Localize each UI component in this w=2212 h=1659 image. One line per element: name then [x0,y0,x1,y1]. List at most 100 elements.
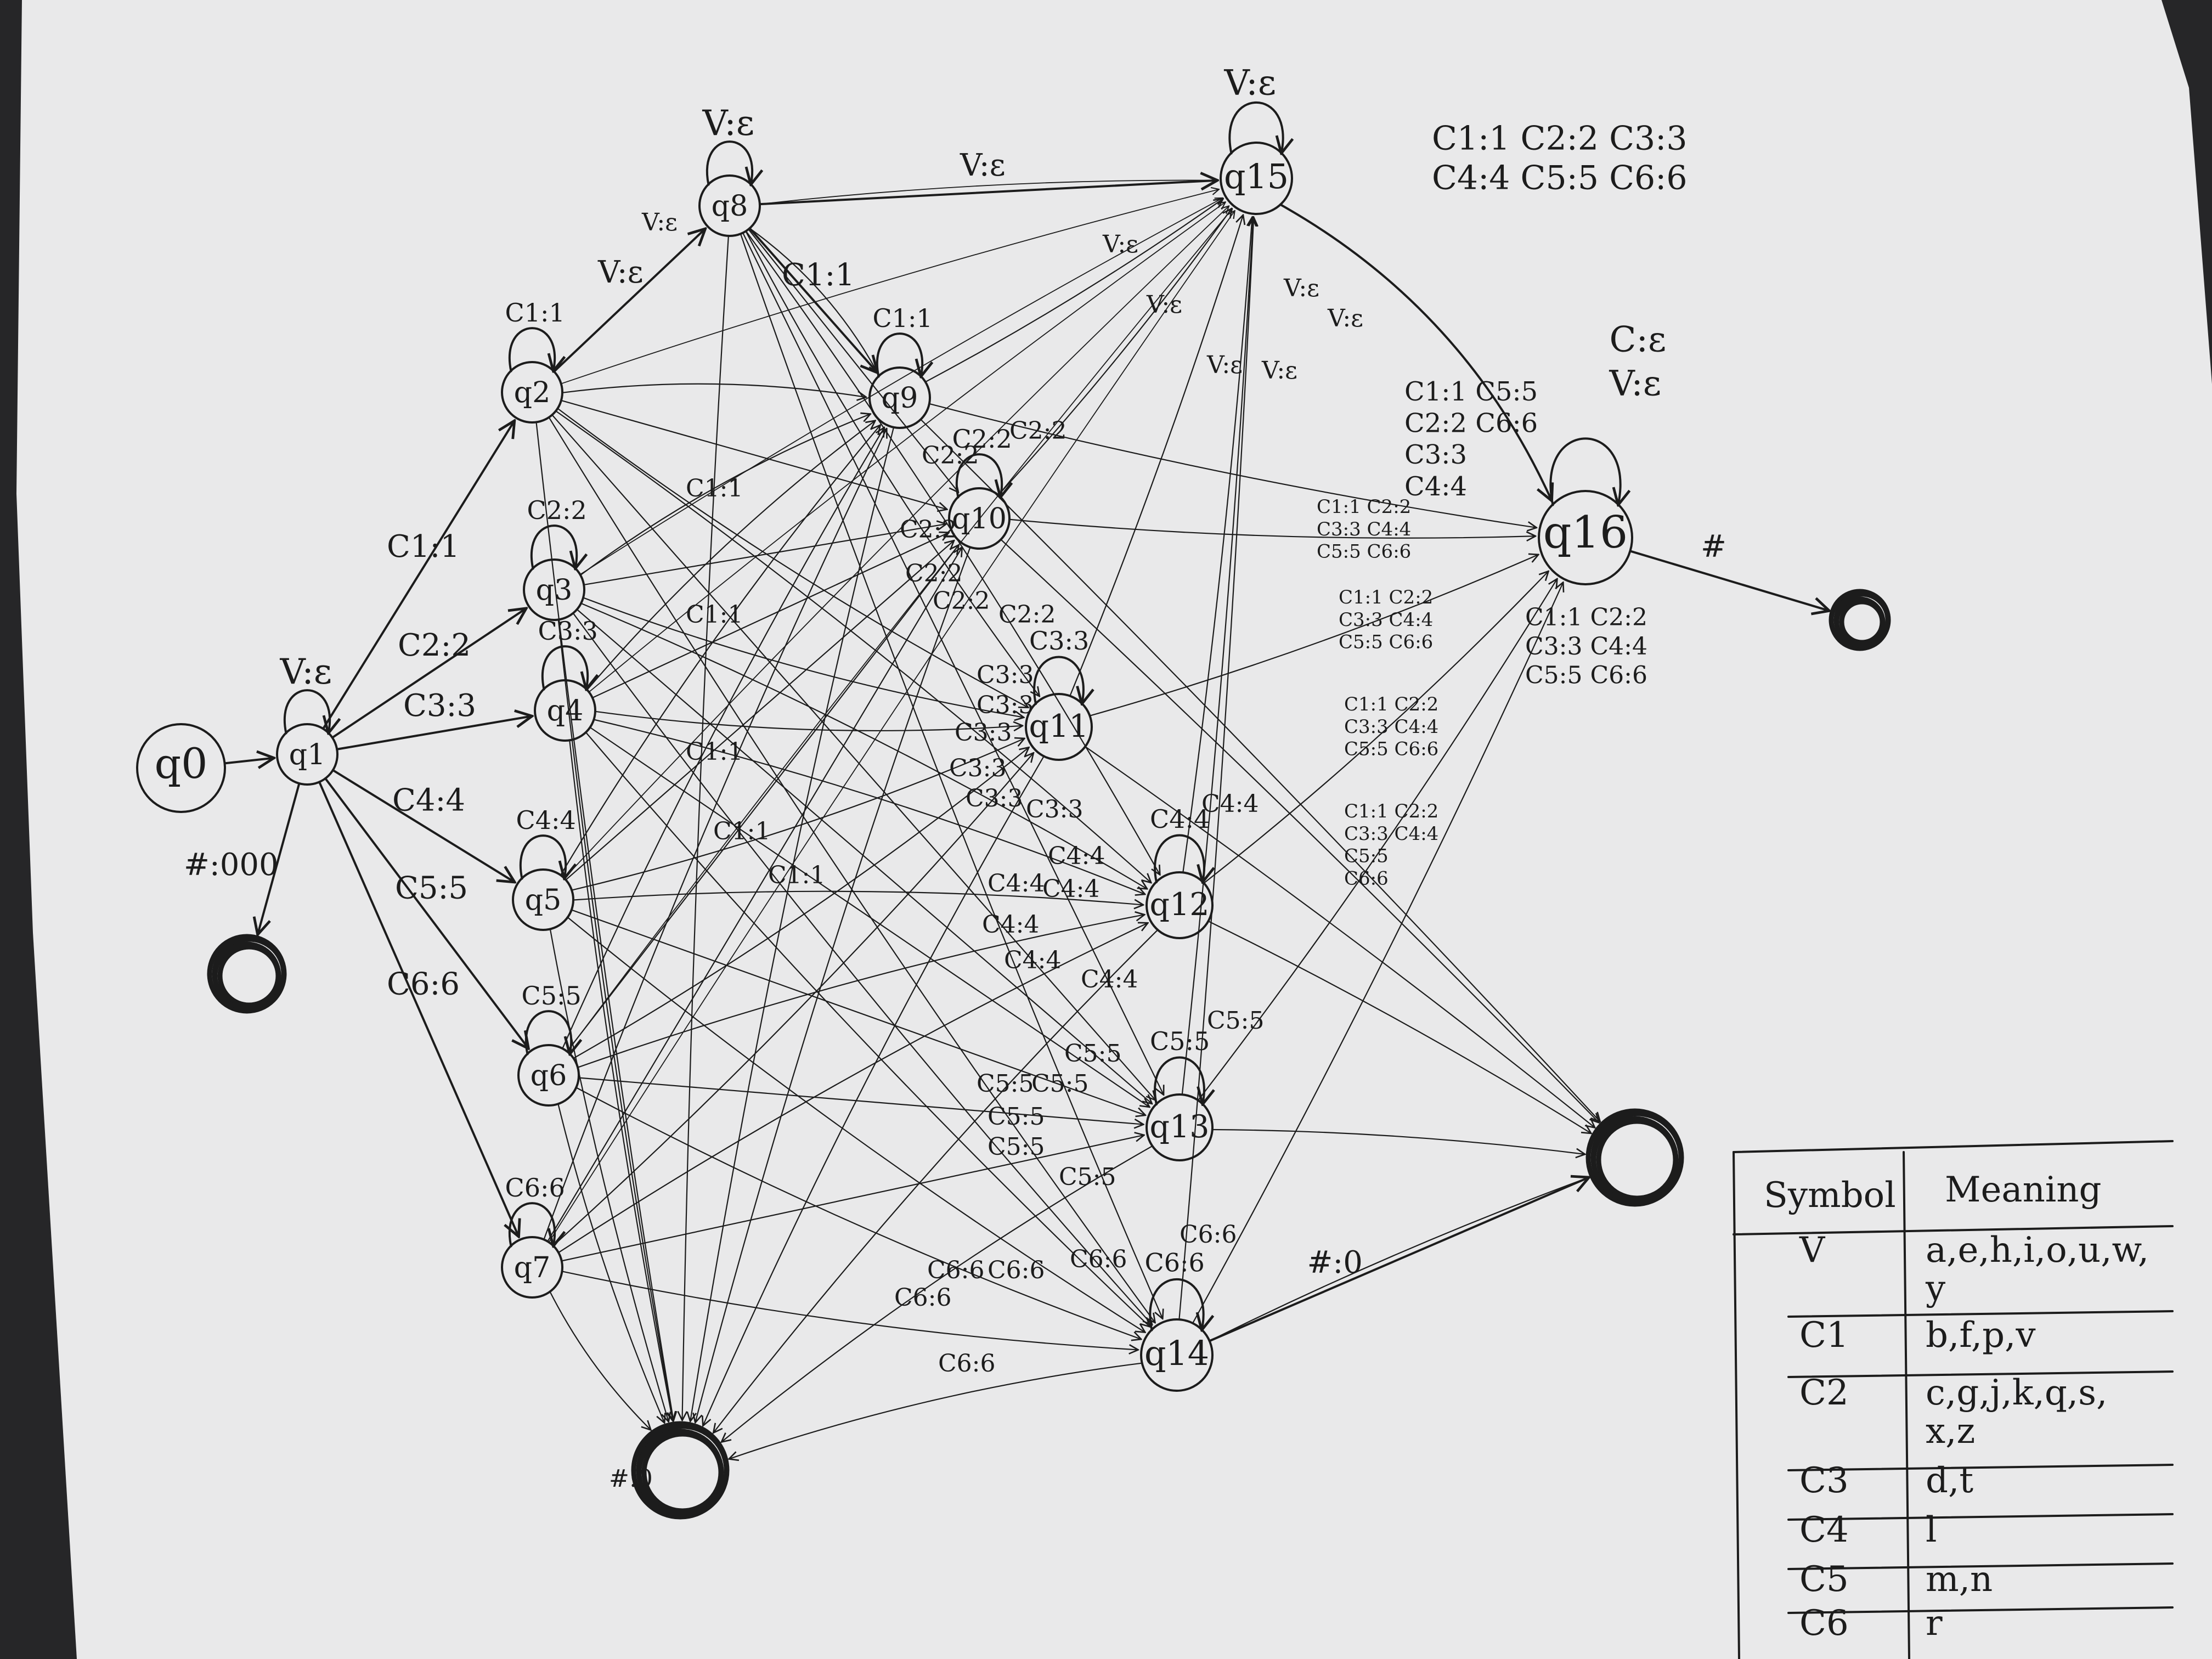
edge-label: #:000 [184,847,279,883]
edge-label: C6:6 [927,1256,984,1284]
state-label: q3 [536,574,573,607]
transition-edge [582,597,1024,717]
edge-q15-q16 [1279,203,1552,501]
transition-edge [920,419,1600,1122]
edge-label: #:0 [609,1465,653,1493]
edge-label: C1:1 [768,861,825,889]
legend-row-divider [1787,1464,2174,1471]
label-block-line: C1:1 C2:2 [1317,496,1411,518]
legend-row-divider [1787,1606,2174,1614]
state-q8 [698,174,761,237]
transition-edge [1089,555,1538,716]
edge-label: V:ε [597,255,644,290]
transition-edge [695,546,971,1423]
edge-q14-acc_right [1208,1177,1589,1342]
self-loop-q2 [508,327,555,371]
transition-edge [548,211,1234,1243]
edge-label: C3:3 [949,754,1006,782]
state-label: q6 [531,1059,567,1092]
transition-edge [555,410,1151,883]
legend-meaning: x,z [1926,1411,1975,1452]
legend-symbol: C4 [1799,1510,1849,1550]
label-block-line: C5:5 C6:6 [1317,541,1411,563]
label-block-line: C1:1 C2:2 [1339,586,1433,608]
transition-edge [586,421,875,691]
transition-edge [575,1087,1141,1339]
self-loop-q13 [1154,1056,1204,1105]
legend-row-divider [1787,1310,2174,1318]
self-loop-q3 [530,524,577,568]
transition-edge [572,890,1143,905]
edge-label: C1:1 [782,257,855,293]
state-label: q12 [1149,887,1209,923]
edge-q1-acc_left [258,782,301,935]
legend-symbol: V [1799,1230,1826,1271]
transition-edge [690,426,895,1421]
transition-edge [745,230,1160,874]
edge-label: C5:5 [977,1070,1034,1098]
transition-edge [557,1103,664,1423]
self-loop-label: C4:4 [1150,804,1210,834]
transition-edge [1181,217,1253,1096]
edge-label: C4:4 [1201,790,1259,818]
edge-q1-q3 [331,608,526,739]
edge-label: C6:6 [1070,1245,1127,1273]
edge-label: C4:4 C5:5 C6:6 [1432,159,1688,198]
transition-edge [577,915,1144,1068]
label-block-line: C1:1 C2:2 [1525,603,1647,631]
legend-symbol: C3 [1799,1460,1849,1501]
label-block-line: C5:5 C6:6 [1339,631,1433,653]
legend-meaning: d,t [1926,1460,1973,1501]
state-q7 [501,1236,563,1299]
self-loop-label: C5:5 [522,981,582,1011]
state-q13 [1146,1093,1214,1161]
self-loop-label: C:ε [1610,319,1667,360]
self-loop-q4 [541,645,588,689]
label-block-line: C2:2 C6:6 [1404,408,1538,439]
legend-header-meaning: Meaning [1945,1170,2101,1210]
label-block-line: C5:5 C6:6 [1344,738,1438,760]
state-label: q0 [154,739,207,788]
transition-edge [924,199,1223,383]
legend-symbol: C6 [1799,1603,1849,1644]
transition-edge [591,533,949,698]
transition-edge [535,421,673,1420]
state-label: q13 [1149,1109,1209,1145]
transition-edge [593,719,1145,894]
transition-edge [588,202,1226,693]
transition-edge [742,232,1164,1094]
self-loop-q11 [1033,656,1084,704]
transition-edge [585,731,1150,1327]
state-q3 [523,558,585,621]
self-loop-label: V:ε [1224,63,1277,103]
transition-edge [565,540,954,881]
transition-edge [1197,579,1557,1101]
state-q0 [136,723,226,813]
edge-label: C3:3 [977,661,1034,689]
self-loop-q6 [524,1010,571,1054]
edge-label: C1:1 [387,529,460,565]
edge-q1-q5 [331,769,515,882]
transition-edge [561,383,866,397]
edge-label: C3:3 [1026,795,1083,823]
transition-edge [997,208,1232,496]
self-loop-q15 [1228,101,1283,154]
transition-edge [560,189,1219,385]
transition-edge [1192,582,1563,1324]
label-block-line: C3:3 [1404,439,1467,470]
legend-meaning: l [1926,1510,1937,1550]
edge-label: C5:5 [395,871,468,906]
transition-edge [1211,1128,1585,1154]
edge-q16-acc_top [1629,550,1829,611]
transition-edge [543,428,887,1240]
state-label: q15 [1224,157,1289,196]
self-loop-q16 [1549,437,1620,505]
legend-row-divider [1787,1513,2174,1521]
transition-edge [740,233,1163,1319]
legend-header-symbol: Symbol [1764,1175,1896,1216]
edge-label: C6:6 [894,1284,951,1312]
label-blocks: C1:1 C5:5C2:2 C6:6C3:3C4:4C1:1 C2:2C3:3 … [1317,376,1647,889]
edge-label: C3:3 [977,691,1034,719]
